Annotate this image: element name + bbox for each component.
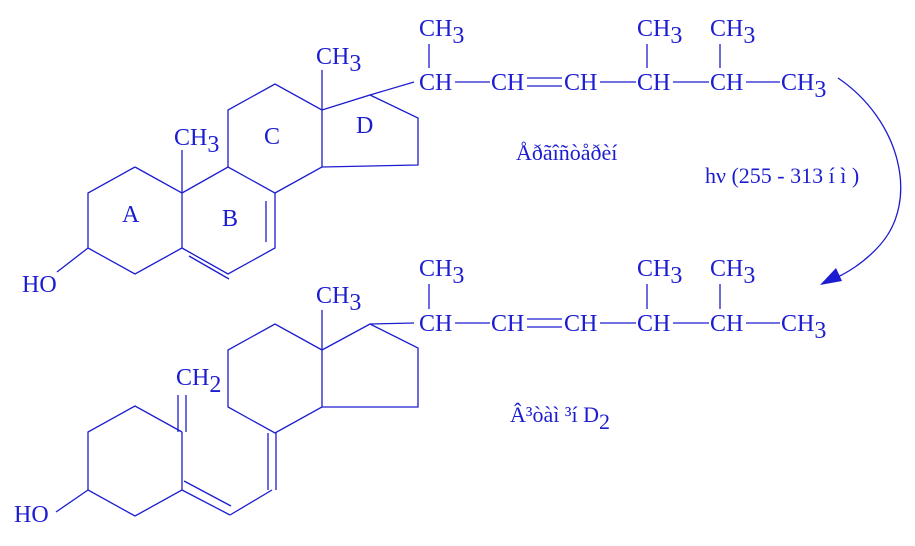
hydroxyl-bond bbox=[56, 247, 89, 273]
top-molecule-name: Åðãîñòåðèí bbox=[516, 140, 617, 165]
side-chain-branch-3: CH3 bbox=[710, 256, 755, 289]
ring-label-c: C bbox=[264, 124, 280, 150]
connecting-bond bbox=[229, 489, 273, 516]
ring-label-b: B bbox=[222, 206, 238, 232]
ring-a bbox=[87, 405, 183, 517]
triene-double-bond bbox=[183, 480, 232, 507]
side-chain-group-1: CH bbox=[419, 311, 452, 337]
side-chain-group-3: CH bbox=[564, 311, 597, 337]
methylene-label: CH2 bbox=[176, 365, 221, 398]
hydroxyl-label: HO bbox=[22, 272, 57, 298]
triene-double-bond bbox=[181, 489, 231, 516]
side-chain-branch-3: CH3 bbox=[710, 16, 755, 49]
side-chain-group-4: CH bbox=[637, 311, 670, 337]
side-chain-group-5: CH bbox=[710, 311, 743, 337]
ring-label-a: A bbox=[122, 202, 140, 228]
ring-label-d: D bbox=[356, 113, 373, 139]
hydroxyl-label: HO bbox=[14, 502, 49, 528]
side-chain-group-2: CH bbox=[491, 70, 524, 96]
side-chain-group-4: CH bbox=[637, 70, 670, 96]
side-chain-branch-2: CH3 bbox=[637, 16, 682, 49]
side-chain-bond bbox=[369, 322, 415, 325]
ring-b-double-bond-inner bbox=[188, 255, 230, 280]
reaction-arrow-curve bbox=[829, 77, 902, 281]
side-chain-group-2: CH bbox=[491, 311, 524, 337]
reaction-arrow: hν (255 - 313 í ì ) bbox=[705, 77, 902, 285]
side-chain-group-5: CH bbox=[710, 70, 743, 96]
top-molecule: A B C D HO CH3 CH3 CH3 CH3 CH3 CH CH CH … bbox=[22, 16, 826, 298]
ring-d bbox=[321, 94, 419, 168]
side-chain-bond bbox=[369, 81, 415, 96]
methyl-a-label: CH3 bbox=[174, 125, 219, 158]
bottom-side-chain: CH3 CH3 CH3 CH CH CH CH CH CH3 bbox=[419, 256, 826, 344]
bottom-molecule-name: Â³òàì ³í D2 bbox=[510, 402, 610, 434]
side-chain-terminal: CH3 bbox=[781, 70, 826, 103]
hydroxyl-bond bbox=[55, 489, 89, 513]
ring-d bbox=[321, 323, 419, 408]
bottom-molecule: HO CH2 CH3 CH3 CH3 CH3 CH CH CH CH CH CH… bbox=[14, 256, 826, 528]
methyl-c-label: CH3 bbox=[316, 283, 361, 316]
side-chain-group-3: CH bbox=[564, 70, 597, 96]
reaction-arrow-head bbox=[820, 268, 842, 285]
methyl-c-label: CH3 bbox=[316, 44, 361, 77]
ring-b bbox=[181, 166, 276, 275]
side-chain-branch-2: CH3 bbox=[637, 256, 682, 289]
ring-c bbox=[227, 323, 323, 434]
side-chain-branch-1: CH3 bbox=[419, 256, 464, 289]
top-side-chain: CH3 CH3 CH3 CH CH CH CH CH CH3 bbox=[419, 16, 826, 103]
side-chain-terminal: CH3 bbox=[781, 311, 826, 344]
ring-c bbox=[227, 83, 323, 194]
side-chain-group-1: CH bbox=[419, 70, 452, 96]
reaction-condition: hν (255 - 313 í ì ) bbox=[705, 163, 859, 188]
side-chain-branch-1: CH3 bbox=[419, 16, 464, 49]
